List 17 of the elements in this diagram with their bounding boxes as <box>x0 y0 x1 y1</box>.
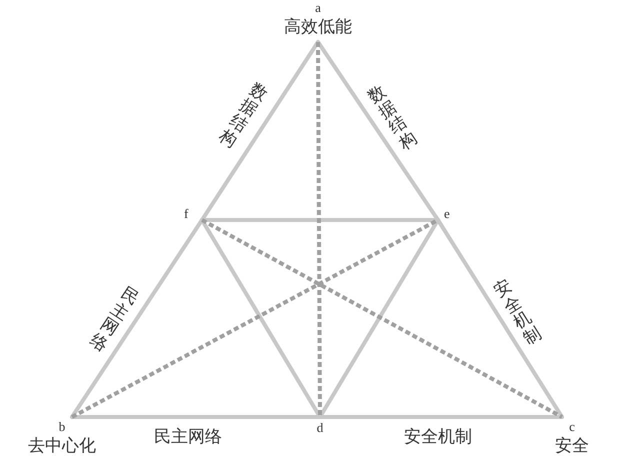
dashed-line <box>71 218 439 419</box>
vertex-label: 安全 <box>555 436 589 456</box>
point-letter: c <box>569 420 575 434</box>
point-letter: e <box>444 207 450 221</box>
point-letter: d <box>316 421 324 435</box>
edge-label: 民主网络 <box>154 427 222 447</box>
point-letter: b <box>58 420 66 434</box>
connector-line <box>318 415 564 419</box>
dashed-line <box>316 42 322 418</box>
connector-line <box>70 415 322 419</box>
edge-label: 安全机制 <box>404 427 472 447</box>
point-letter: a <box>315 1 321 15</box>
dashed-line <box>201 218 563 419</box>
point-letter: f <box>184 207 188 221</box>
vertex-label: 去中心化 <box>28 436 96 456</box>
connector-line <box>200 218 440 222</box>
vertex-label: 高效低能 <box>284 17 352 37</box>
